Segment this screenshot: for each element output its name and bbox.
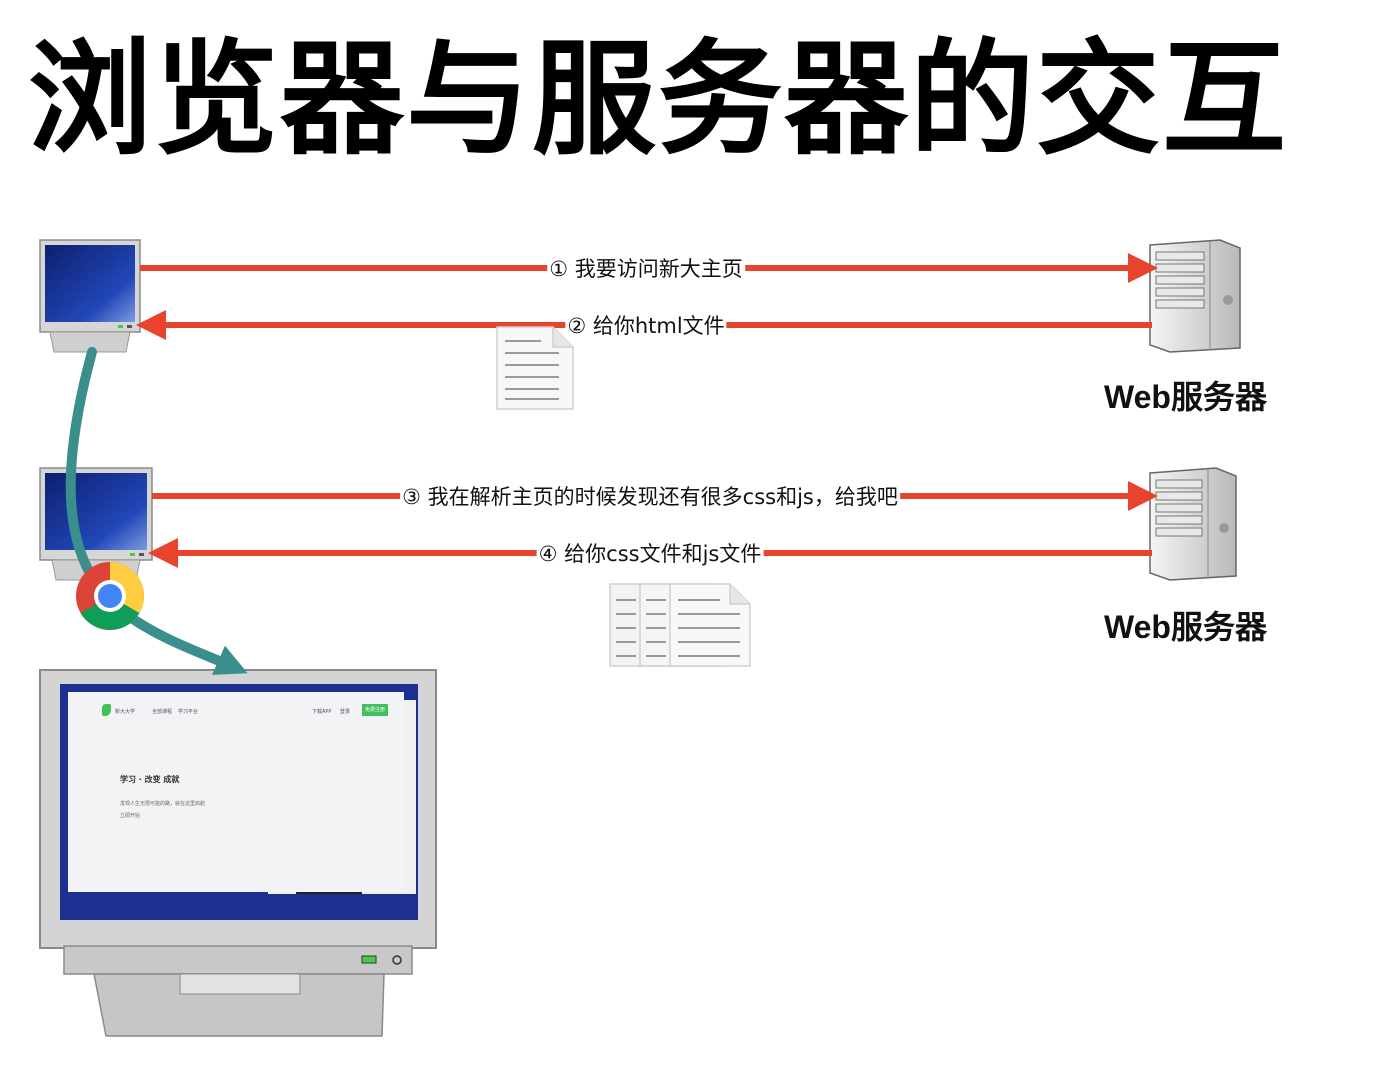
server-label-2: Web服务器 <box>1104 609 1267 645</box>
message-label-4: ④ 给你css文件和js文件 <box>536 541 764 567</box>
desktop-computer-icon <box>39 467 153 581</box>
server-tower-icon <box>1149 239 1241 353</box>
site-nav-login[interactable]: 登录 <box>340 709 351 715</box>
website-preview: 新大大学 全部课程 学习平台 下载APP 登录 免费注册 学习 · 改变 成就 … <box>68 692 404 892</box>
site-logo <box>102 704 111 716</box>
server-tower-icon <box>1149 467 1237 581</box>
page-title: 浏览器与服务器的交互 <box>28 28 1289 172</box>
document-stack-icon <box>609 583 751 667</box>
message-label-1: ① 我要访问新大主页 <box>547 256 745 282</box>
site-logo-text: 新大大学 <box>115 709 136 715</box>
site-nav-platform[interactable]: 学习平台 <box>178 709 199 715</box>
message-label-3: ③ 我在解析主页的时候发现还有很多css和js，给我吧 <box>400 484 900 510</box>
site-nav: 新大大学 全部课程 学习平台 下载APP 登录 免费注册 <box>68 692 404 726</box>
site-register-button[interactable]: 免费注册 <box>362 704 388 716</box>
site-nav-download[interactable]: 下载APP <box>312 709 332 715</box>
document-icon <box>496 326 574 410</box>
hero-line-2[interactable]: 立即开始 <box>120 813 141 819</box>
hero-title: 学习 · 改变 成就 <box>120 775 180 784</box>
desktop-computer-icon <box>39 239 141 353</box>
message-label-2: ② 给你html文件 <box>565 313 727 339</box>
server-label-1: Web服务器 <box>1104 379 1267 415</box>
chrome-icon <box>76 562 144 630</box>
site-nav-courses[interactable]: 全部课程 <box>152 709 173 715</box>
hero-line-1: 发现人生无限可能的路，就在这里启航 <box>120 801 206 807</box>
